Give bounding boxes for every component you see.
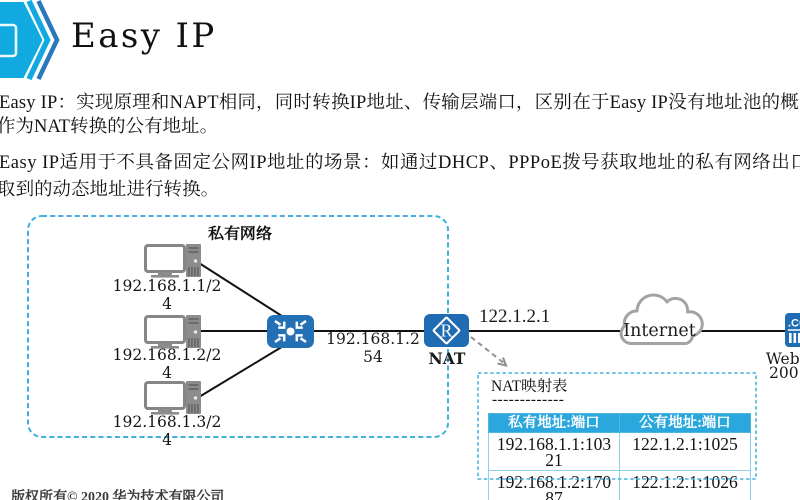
internet-label: Internet — [623, 321, 696, 341]
pc-icon-1 — [144, 244, 201, 278]
copyright-text: 版权所有© 2020 华为技术有限公司 — [11, 490, 225, 500]
nat-device-label: NAT — [428, 349, 466, 368]
web-server-label: Web服务器 — [765, 350, 800, 368]
bullet2-line2: 取到的动态地址进行转换。 — [0, 179, 220, 200]
svg-text:.CO: .CO — [788, 318, 800, 330]
host2-ip: 192.168.1.2/24 — [112, 346, 222, 382]
cell-private-2: 192.168.1.2:17087 — [496, 472, 612, 500]
cell-public-1: 122.1.2.1:1025 — [632, 434, 738, 454]
gateway-ip-label: 192.168.1.254 — [326, 330, 420, 366]
pc-icon-3 — [144, 381, 201, 415]
nat-mapping-arrow — [470, 336, 508, 367]
bullet1-line1: Easy IP：实现原理和NAPT相同，同时转换IP地址、传输层端口，区别在于E… — [0, 93, 800, 113]
column-private: 私有地址:端口 — [488, 413, 620, 433]
switch-icon — [267, 315, 314, 348]
column-public: 公有地址:端口 — [619, 413, 751, 433]
host3-ip: 192.168.1.3/24 — [112, 413, 222, 449]
cell-public-2: 122.1.2.1:1026 — [632, 472, 738, 492]
nat-mapping-table: 私有地址:端口 公有地址:端口 192.168.1.1:10321 122.1.… — [488, 413, 751, 500]
bullet1-line2: 作为NAT转换的公有地址。 — [0, 117, 218, 137]
nat-public-ip-label: 122.1.2.1 — [479, 306, 551, 327]
page-title: Easy IP — [71, 16, 217, 56]
web-server-ip: 200.1.1.1 — [769, 364, 800, 382]
host1-ip: 192.168.1.1/24 — [112, 277, 222, 313]
pc-icon-2 — [144, 315, 201, 349]
private-network-label: 私有网络 — [207, 226, 272, 243]
section-arrow-icon — [0, 0, 60, 80]
bullet2-line1: Easy IP适用于不具备固定公网IP地址的场景：如通过DHCP、PPPoE拨号… — [0, 152, 800, 173]
table-row: 192.168.1.1:10321 122.1.2.1:1025 — [488, 432, 751, 471]
internet-cloud — [619, 293, 704, 345]
nat-router-icon: R — [424, 314, 469, 347]
svg-text:R: R — [441, 321, 453, 341]
table-row: 192.168.1.2:17087 122.1.2.1:1026 — [488, 470, 751, 500]
nat-mapping-divider: ------------- — [492, 391, 565, 408]
cell-private-1: 192.168.1.1:10321 — [496, 434, 612, 470]
web-server-icon: .CO — [785, 313, 800, 347]
